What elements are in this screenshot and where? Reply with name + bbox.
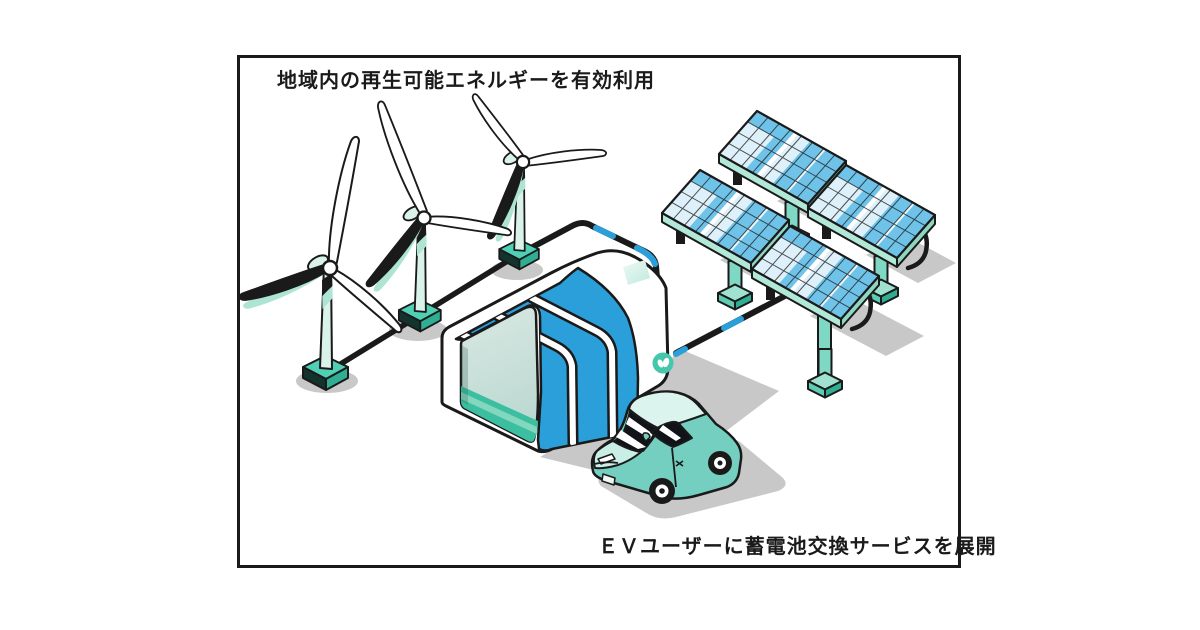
license-plate	[601, 473, 616, 486]
station-logo-icon	[652, 352, 674, 374]
wind-turbine-1	[238, 134, 409, 391]
side-mirror	[642, 432, 651, 442]
wind-turbine-3	[465, 92, 608, 271]
station-opening	[459, 305, 540, 443]
battery-station-building	[440, 249, 688, 454]
bottom-caption: ＥＶユーザーに蓄電池交換サービスを展開	[598, 536, 997, 558]
wind-turbine-2	[364, 99, 513, 333]
rear-wheel	[708, 451, 732, 475]
front-wheel	[649, 478, 675, 504]
station-skylight	[623, 260, 650, 285]
solar-panel-4	[752, 226, 879, 399]
top-caption: 地域内の再生可能エネルギーを有効利用	[277, 70, 655, 92]
solar-array	[662, 111, 935, 399]
charge-port-icon	[675, 460, 684, 467]
ev-car	[590, 390, 786, 519]
